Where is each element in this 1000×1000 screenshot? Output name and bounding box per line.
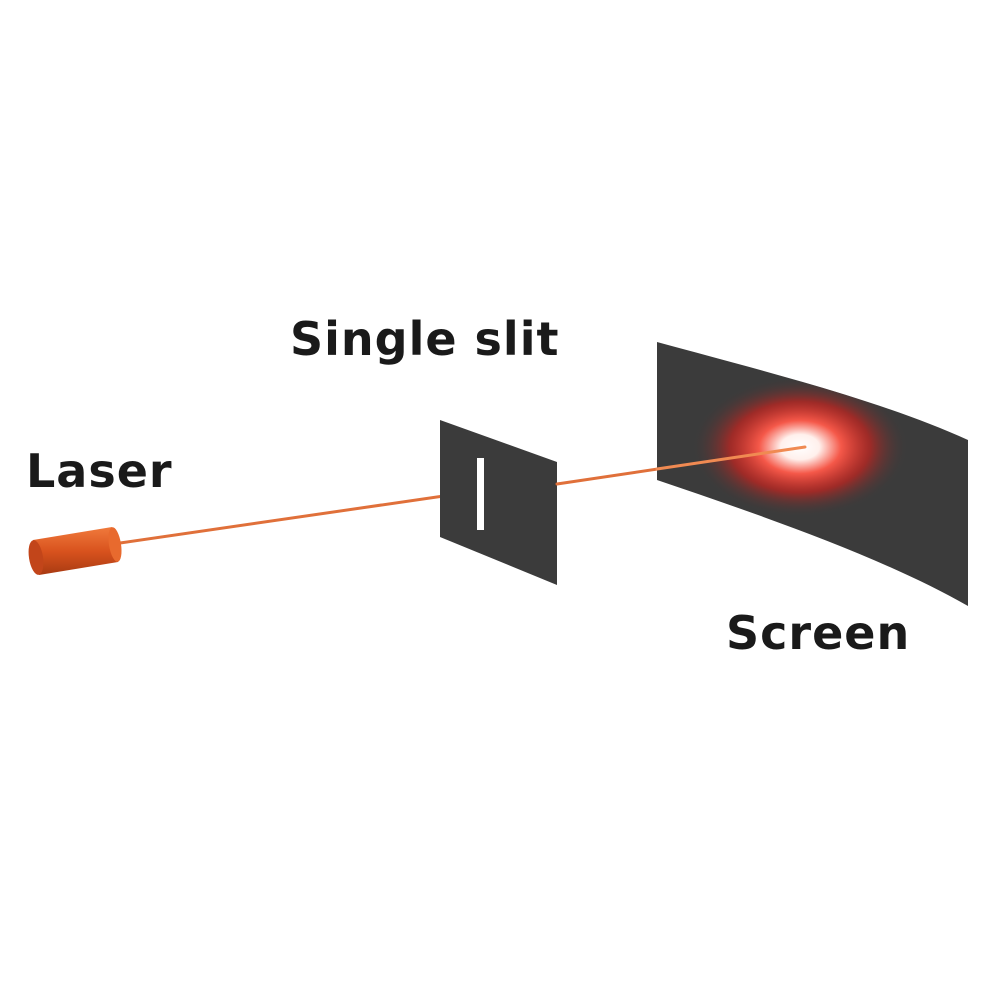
laser-beam-segment-1 [118, 489, 480, 545]
screen-label: Screen [726, 606, 911, 660]
screen-panel [655, 342, 968, 606]
laser-body [28, 527, 122, 575]
laser-label: Laser [26, 444, 173, 498]
single-slit-panel [440, 420, 557, 585]
slit-opening [477, 458, 484, 530]
laser-beam-on-screen [655, 445, 807, 471]
single-slit-label: Single slit [290, 312, 560, 366]
